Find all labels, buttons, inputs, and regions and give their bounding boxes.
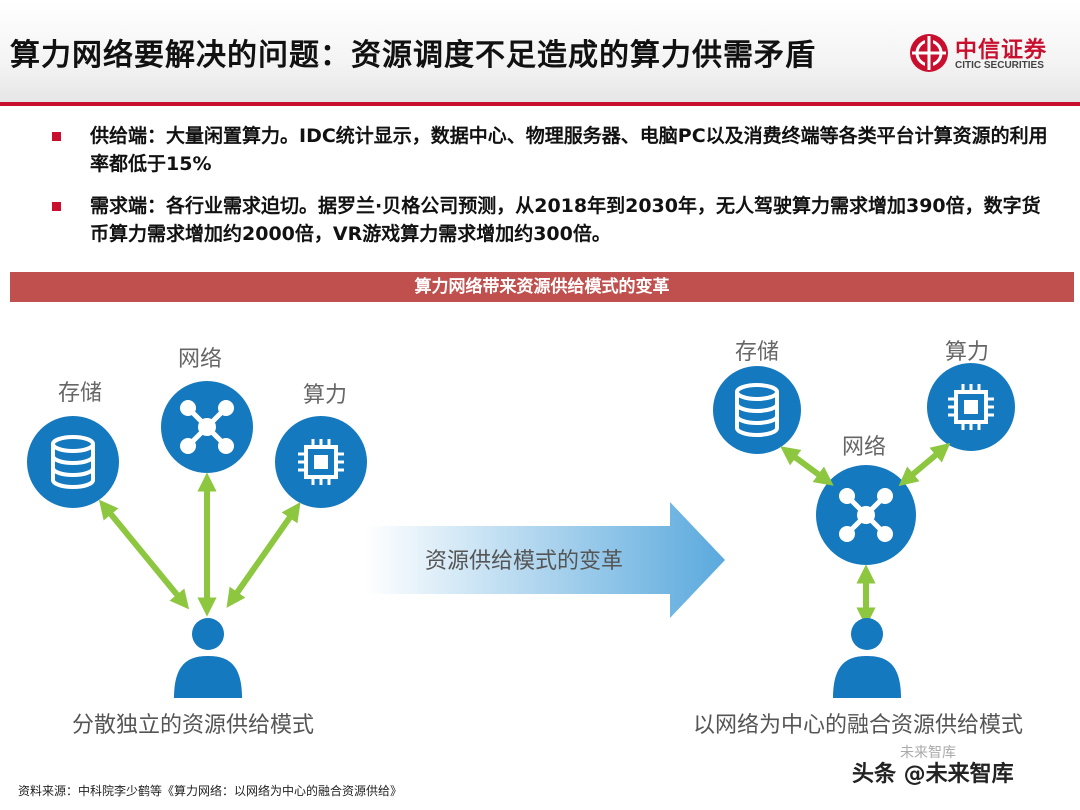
header: 算力网络要解决的问题：资源调度不足造成的算力供需矛盾 中信证券 CITIC SE…	[0, 0, 1080, 102]
bullet-text: 需求端：各行业需求迫切。据罗兰·贝格公司预测，从2018年到2030年，无人驾驶…	[90, 195, 1041, 245]
right-compute-label: 算力	[945, 340, 989, 365]
left-compute-label: 算力	[303, 383, 347, 408]
right-storage-label: 存储	[735, 340, 779, 365]
bullet-text: 供给端：大量闲置算力。IDC统计显示，数据中心、物理服务器、电脑PC以及消费终端…	[90, 125, 1048, 175]
bullet-square-icon	[52, 202, 61, 211]
transformation-arrow-label: 资源供给模式的变革	[425, 549, 623, 574]
transformation-arrow: 资源供给模式的变革	[365, 502, 725, 618]
resource-supply-diagram: 存储 网络 算力 分散独立的资源供给模式 资源供给模式的变革 存储 算力 网络	[27, 340, 1023, 738]
logo-chinese-name: 中信证券	[955, 38, 1048, 63]
source-note: 资料来源：中科院李少鹤等《算力网络：以网络为中心的融合资源供给》	[18, 784, 403, 798]
header-divider	[0, 102, 1080, 106]
watermark-faint: 未来智库	[900, 745, 956, 761]
chip-icon	[946, 382, 996, 432]
logo-english-name: CITIC SECURITIES	[955, 60, 1044, 71]
right-storage-node	[713, 366, 801, 454]
left-connection-arrows	[98, 472, 301, 617]
section-banner: 算力网络带来资源供给模式的变革	[10, 272, 1074, 302]
right-compute-node	[927, 363, 1015, 451]
bullet-demand: 需求端：各行业需求迫切。据罗兰·贝格公司预测，从2018年到2030年，无人驾驶…	[48, 192, 1058, 248]
left-caption: 分散独立的资源供给模式	[72, 713, 314, 738]
right-connection-arrows	[780, 442, 951, 627]
right-caption: 以网络为中心的融合资源供给模式	[693, 713, 1023, 738]
left-storage-label: 存储	[58, 381, 102, 406]
citic-logo-icon	[910, 34, 948, 72]
bullet-supply: 供给端：大量闲置算力。IDC统计显示，数据中心、物理服务器、电脑PC以及消费终端…	[48, 122, 1058, 178]
page-title: 算力网络要解决的问题：资源调度不足造成的算力供需矛盾	[10, 38, 816, 73]
left-network-label: 网络	[178, 347, 222, 372]
citic-logo: 中信证券 CITIC SECURITIES	[908, 30, 1068, 80]
left-compute-node	[275, 416, 367, 508]
left-storage-node	[27, 416, 119, 508]
right-network-node	[816, 465, 916, 565]
left-user-icon	[174, 618, 242, 698]
bullet-square-icon	[52, 132, 61, 141]
right-user-icon	[833, 618, 901, 698]
bullet-list: 供给端：大量闲置算力。IDC统计显示，数据中心、物理服务器、电脑PC以及消费终端…	[48, 122, 1058, 262]
left-network-node	[161, 381, 253, 473]
watermark: 头条 @未来智库	[852, 762, 1014, 787]
right-network-label: 网络	[842, 435, 886, 460]
chip-icon	[296, 437, 346, 487]
